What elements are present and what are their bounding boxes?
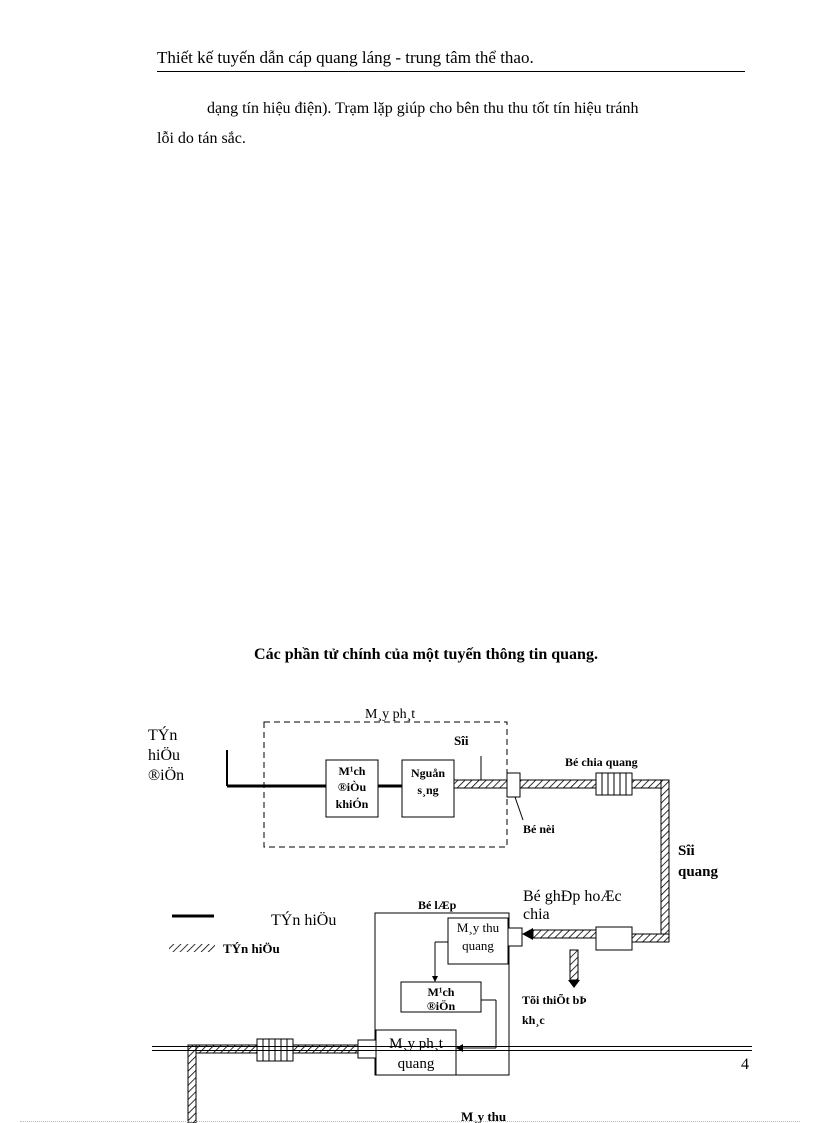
transmitter-label: M¸y ph¸t xyxy=(365,707,415,722)
fiber-segment-1 xyxy=(453,779,508,789)
body-text-line-2: lỗi do tán sắc. xyxy=(157,130,246,147)
drive-circuit-label-2: ®iÒu xyxy=(338,780,367,794)
fiber-segment-8 xyxy=(187,1044,197,1123)
fiber-label-1: Sîi xyxy=(678,843,695,859)
electric-circuit-label-1: M¹ch xyxy=(428,985,455,999)
fiber-segment-5 xyxy=(532,929,597,939)
page-bottom-border xyxy=(20,1121,800,1122)
connector-label: Bé nèi xyxy=(523,822,555,836)
fiber-vertical xyxy=(660,779,670,943)
figure-caption: Các phần tử chính của một tuyến thông ti… xyxy=(254,646,598,663)
drive-circuit-label-1: M¹ch xyxy=(339,764,366,778)
optical-transmitter-port xyxy=(357,1039,377,1059)
footer-rule-2 xyxy=(152,1050,752,1051)
connector-box xyxy=(506,772,521,798)
light-source-box xyxy=(401,759,455,818)
receiver-label-1: M¸y thu xyxy=(457,920,500,935)
fiber-small-label: Sîi xyxy=(454,733,469,748)
fiber-segment-4 xyxy=(631,933,670,943)
fiber-segment-2 xyxy=(519,779,597,789)
fiber-label-2: quang xyxy=(678,864,719,880)
splitter-label: Bé chia quang xyxy=(565,755,638,769)
electric-circuit-box xyxy=(400,981,482,1013)
fiber-branch xyxy=(569,949,579,981)
optical-transmitter-label-2: quang xyxy=(398,1056,435,1072)
optical-transmitter-box xyxy=(375,1029,457,1076)
device-label-1: Tõi thiÕt bÞ xyxy=(522,993,587,1007)
device-label-2: kh¸c xyxy=(522,1013,545,1027)
coupler-label-2: chia xyxy=(523,906,550,923)
drive-circuit-label-3: khiÓn xyxy=(336,797,369,811)
receiver-port xyxy=(507,927,523,947)
header-rule xyxy=(157,71,745,72)
arrow-to-device xyxy=(568,980,580,988)
footer-rule-1 xyxy=(152,1046,752,1047)
drive-circuit-box xyxy=(325,759,379,818)
legend-optical-label: TÝn hiÖu xyxy=(223,941,280,956)
receiver-box xyxy=(447,917,509,965)
page-header-title: Thiết kế tuyến dẫn cáp quang láng - trun… xyxy=(157,48,534,67)
coupler-label-1: Bé ghÐp hoÆc xyxy=(523,888,622,905)
light-source-label-1: Nguån xyxy=(411,766,445,780)
page-number: 4 xyxy=(741,1056,749,1073)
repeater-label: Bé lÆp xyxy=(418,898,457,912)
receiver-bottom-label: M¸y thu xyxy=(461,1109,506,1123)
input-label-3: ®iÖn xyxy=(148,766,184,784)
legend-electric-label: TÝn hiÖu xyxy=(271,910,336,929)
connector-pointer xyxy=(514,796,524,821)
light-source-label-2: s¸ng xyxy=(417,783,438,797)
arrow-to-receiver xyxy=(522,928,533,940)
input-label-2: hiÖu xyxy=(148,746,180,764)
input-label-1: TÝn xyxy=(148,725,177,744)
coupler-box xyxy=(595,926,633,951)
receiver-label-2: quang xyxy=(462,938,494,953)
legend-optical-line xyxy=(169,944,215,952)
electric-circuit-label-2: ®iÖn xyxy=(427,999,456,1013)
optical-transmitter-label-1: M¸y ph¸t xyxy=(389,1036,444,1052)
body-text-line-1: dạng tín hiệu điện). Trạm lặp giúp cho b… xyxy=(207,100,639,117)
